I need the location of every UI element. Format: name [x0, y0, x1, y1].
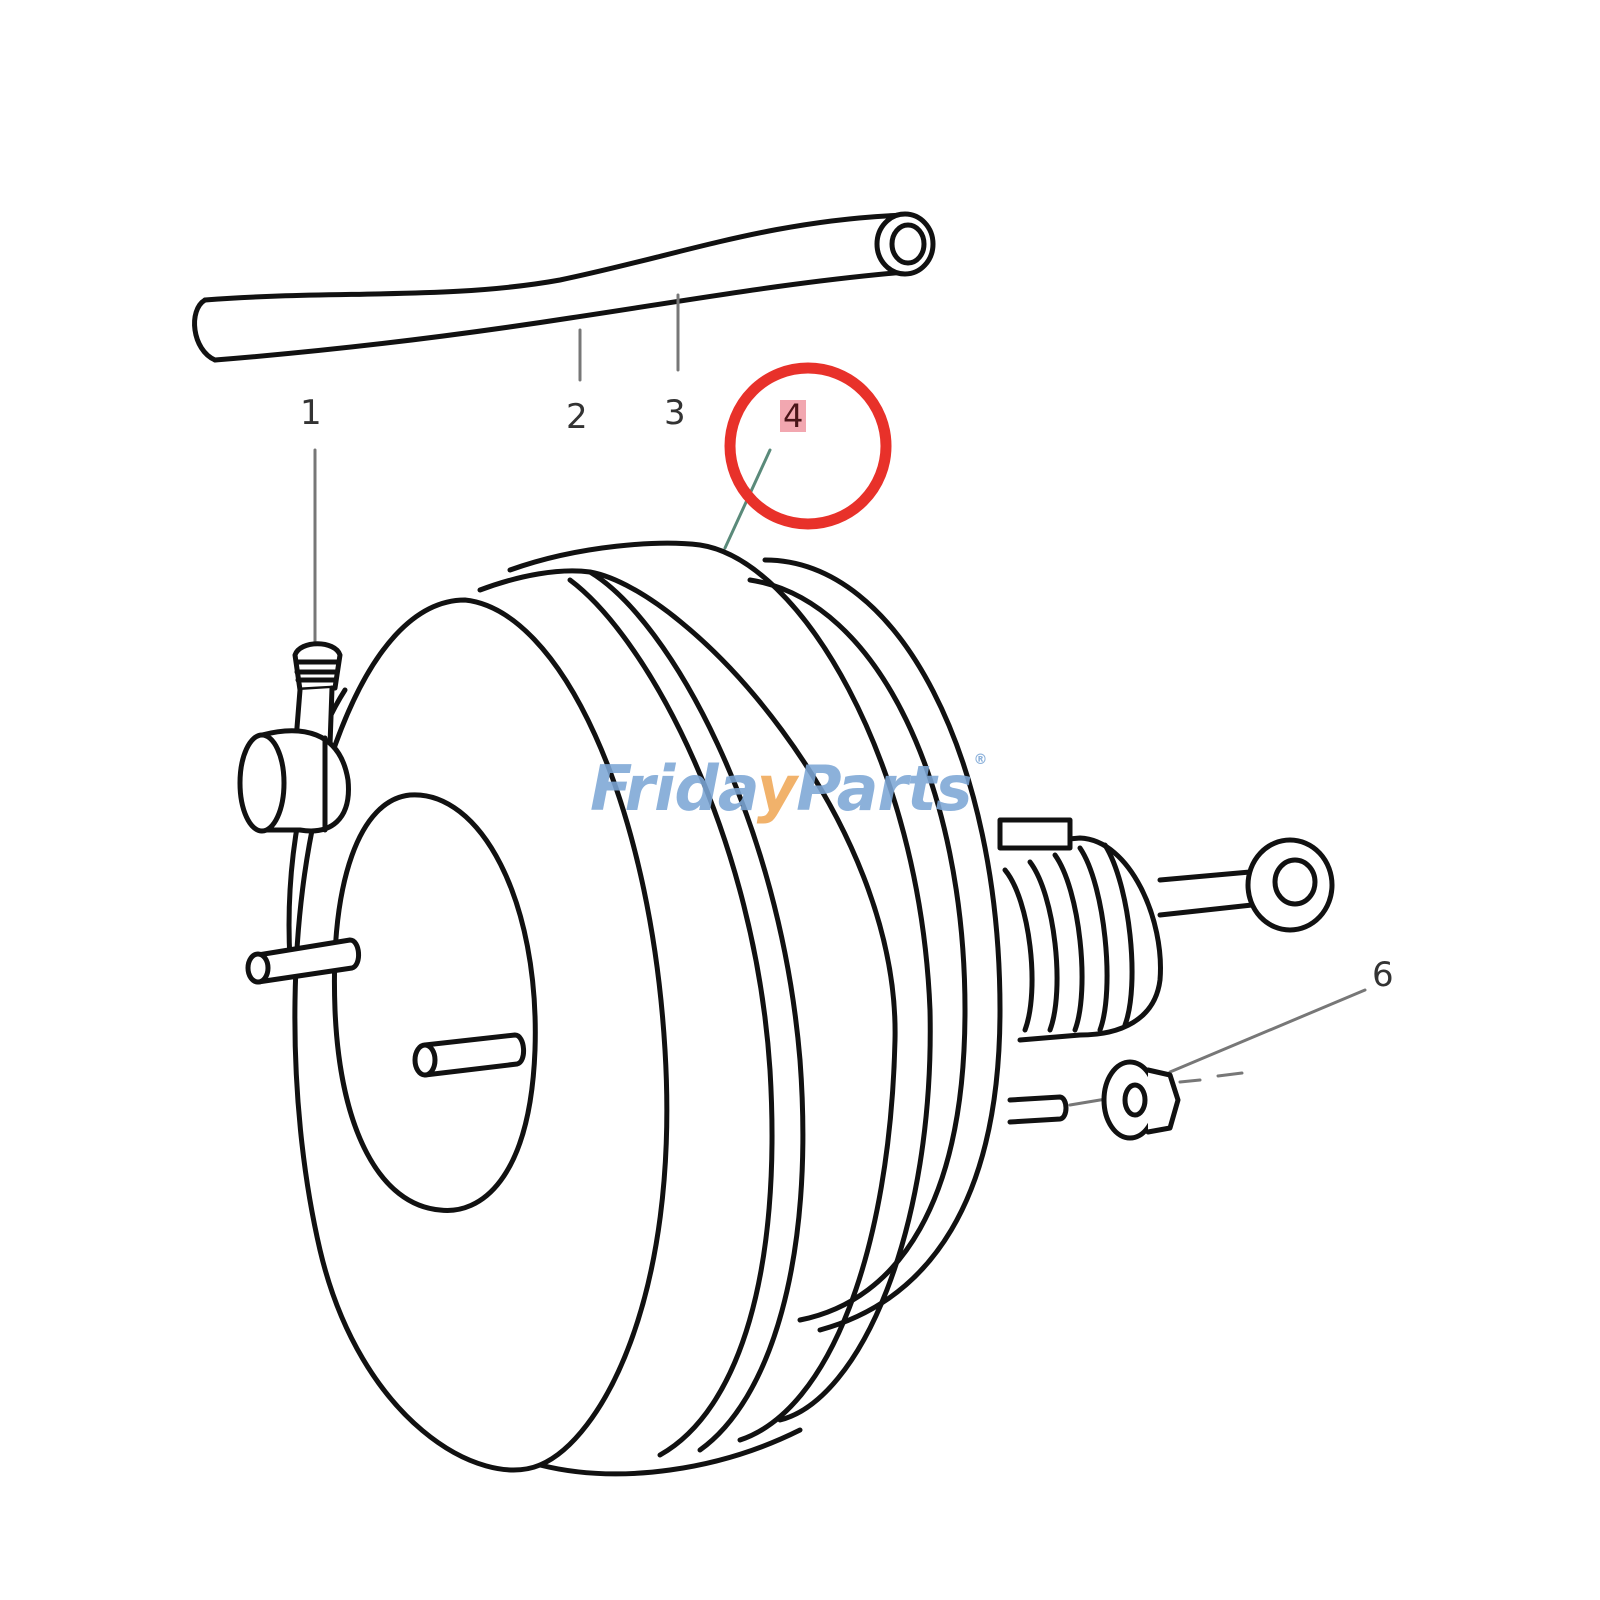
watermark-text-2: Parts [796, 752, 972, 825]
callout-6[interactable]: 6 [1372, 955, 1394, 995]
leader-lines [313, 293, 1367, 1107]
nut-washer [1101, 1059, 1181, 1141]
check-valve-fitting [237, 641, 351, 834]
vacuum-hose [192, 211, 936, 363]
fridayparts-watermark: FridayParts® [590, 752, 988, 825]
push-rod-bellows [997, 817, 1163, 1043]
booster-housing [286, 540, 1003, 1477]
callout-4-highlighted[interactable]: 4 [780, 400, 807, 432]
push-rod-clevis [1157, 837, 1335, 933]
callout-2[interactable]: 2 [566, 397, 588, 437]
callout-3[interactable]: 3 [664, 393, 686, 433]
watermark-y-accent: y [756, 752, 797, 825]
callout-1[interactable]: 1 [300, 393, 322, 433]
registered-mark: ® [973, 752, 988, 768]
highlight-ring [724, 362, 892, 530]
watermark-text-1: Frida [590, 752, 758, 825]
mounting-studs [245, 937, 1069, 1125]
